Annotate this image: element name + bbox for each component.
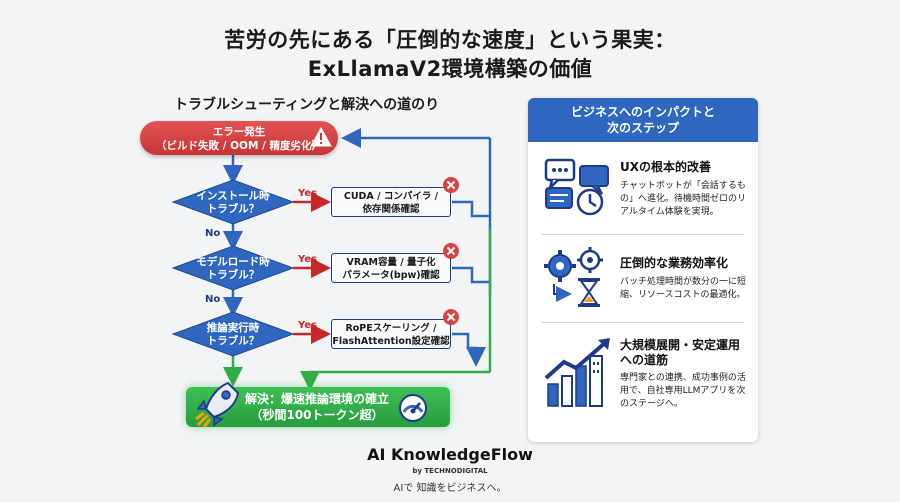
fix-cuda-line1: CUDA / コンパイラ /	[343, 191, 439, 202]
panel-divider	[542, 234, 744, 235]
solution-text: 解決：爆速推論環境の確立 （秒間100トークン超）	[242, 391, 392, 423]
fix-rope-line1: RoPEスケーリング /	[345, 323, 437, 334]
brand-tagline: AIで 知識をビジネスへ。	[393, 483, 507, 494]
brand-by: by TECHNODIGITAL	[412, 467, 488, 475]
decision-diamond-install	[171, 179, 295, 225]
error-occurred-box: エラー発生 （ビルド失敗 / OOM / 精度劣化）	[140, 121, 338, 155]
impact-body-efficiency: バッチ処理時間が数分の一に短縮、リソースコストの最適化。	[620, 277, 747, 300]
yes-label-3: Yes	[298, 320, 318, 331]
loop-from-fix-3	[452, 332, 486, 367]
panel-header-line1: ビジネスへのインパクトと	[570, 105, 715, 119]
rocket-icon	[195, 381, 240, 428]
fix-box-rope: RoPEスケーリング / FlashAttention設定確認	[331, 319, 451, 349]
yes-label-1: Yes	[298, 188, 318, 199]
fix-box-vram: VRAM容量 / 量子化 パラメータ(bpw)確認	[331, 253, 451, 283]
fix-vram-line2: パラメータ(bpw)確認	[342, 270, 440, 281]
error-x-icon	[443, 177, 459, 193]
decision-diamond-inference	[171, 311, 295, 357]
fix-cuda-line2: 依存関係確認	[362, 204, 420, 215]
impact-body-ux: チャットボットが「会話するもの」へ進化。待機時間ゼロのリアルタイム体験を実現。	[620, 181, 747, 217]
success-line-to-solution	[300, 370, 490, 391]
solution-line2: （秒間100トークン超）	[250, 408, 384, 422]
impact-body-scale: 専門家との連携、成功事例の活用で、自社専用LLMアプリを次のステージへ。	[620, 373, 746, 409]
decision-label-install: インストール時 トラブル？	[173, 190, 293, 216]
impact-title-scale-line2: への道筋	[620, 353, 669, 367]
loop-from-fix-2	[452, 266, 490, 284]
decision-label-inference-line2: トラブル？	[206, 335, 260, 347]
decision-label-model-line1: モデルロード時	[196, 256, 270, 268]
error-title: エラー発生	[212, 126, 266, 138]
loop-from-fix-1	[452, 200, 490, 218]
decision-diamond-model-load	[171, 245, 295, 291]
decision-label-model-load: モデルロード時 トラブル？	[173, 256, 293, 282]
flowchart-title: トラブルシューティングと解決への道のり	[174, 97, 440, 113]
panel-divider	[542, 322, 744, 323]
error-detail: （ビルド失敗 / OOM / 精度劣化）	[155, 140, 323, 152]
main-title-line1: 苦労の先にある「圧倒的な速度」という果実：	[224, 28, 676, 52]
panel-header: ビジネスへのインパクトと 次のステップ	[528, 98, 758, 142]
error-x-icon	[443, 243, 459, 259]
impact-title-ux: UXの根本的改善	[620, 160, 711, 175]
main-title-line2: ExLlamaV2環境構築の価値	[307, 57, 593, 81]
impact-title-efficiency-line1: 圧倒的な業務効率化	[620, 256, 729, 270]
chat-clock-icon	[544, 158, 609, 216]
fix-rope-line2: FlashAttention設定確認	[332, 336, 450, 347]
fix-vram-line1: VRAM容量 / 量子化	[346, 257, 436, 268]
decision-label-install-line1: インストール時	[196, 190, 270, 202]
decision-label-inference: 推論実行時 トラブル？	[173, 322, 293, 348]
yes-label-2: Yes	[298, 254, 318, 265]
impact-title-scale: 大規模展開・安定運用 への道筋	[620, 338, 740, 368]
decision-label-install-line2: トラブル？	[206, 203, 260, 215]
impact-title-scale-line1: 大規模展開・安定運用	[620, 338, 741, 352]
fix-box-cuda: CUDA / コンパイラ / 依存関係確認	[331, 187, 451, 217]
error-x-icon	[443, 309, 459, 325]
no-label-1: No	[205, 228, 221, 239]
solution-line1: 解決：爆速推論環境の確立	[244, 392, 389, 406]
decision-label-model-line2: トラブル？	[206, 269, 260, 281]
brand-name: AI KnowledgeFlow	[367, 445, 533, 464]
warning-icon	[310, 127, 332, 147]
business-impact-panel: ビジネスへのインパクトと 次のステップ UXの根本的改善 チャットボットが「会話…	[528, 98, 758, 442]
impact-title-efficiency: 圧倒的な業務効率化	[620, 256, 728, 271]
panel-header-line2: 次のステップ	[606, 121, 679, 135]
gears-hourglass-icon	[544, 247, 603, 307]
speedometer-icon	[399, 394, 427, 422]
decision-label-inference-line1: 推論実行時	[206, 322, 260, 334]
impact-title-ux-line1: UXの根本的改善	[620, 160, 711, 174]
growth-chart-icon	[544, 338, 610, 407]
no-label-2: No	[205, 294, 221, 305]
